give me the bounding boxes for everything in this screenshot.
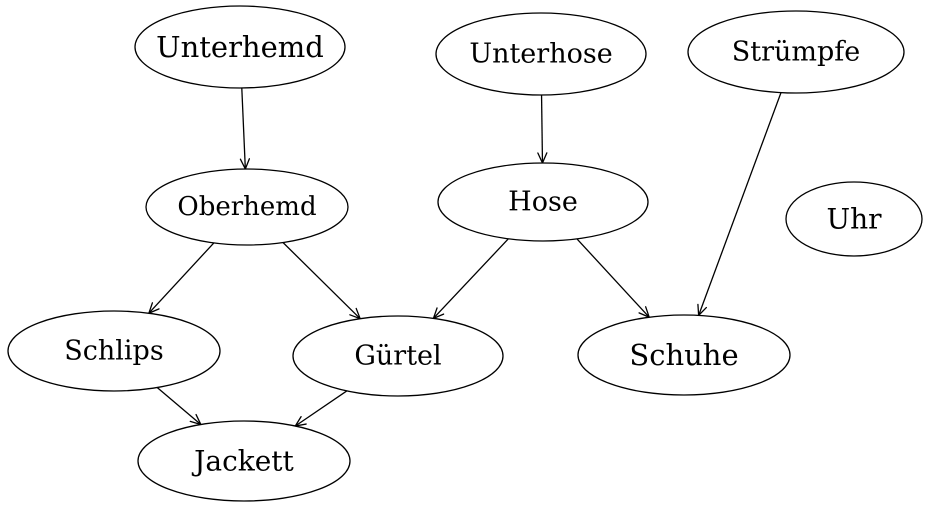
node-struempfe: Strümpfe <box>687 10 905 94</box>
edge-line <box>148 242 215 314</box>
node-ellipse <box>577 314 791 396</box>
edge-line <box>698 92 782 316</box>
node-label: Hose <box>508 187 578 218</box>
node-jackett: Jackett <box>137 420 351 502</box>
node-ellipse <box>7 310 221 392</box>
edge-hose-to-schuhe <box>576 238 650 318</box>
edge-line <box>294 390 348 427</box>
node-label: Jackett <box>191 445 294 478</box>
edge-layer <box>148 87 782 427</box>
node-ellipse <box>437 162 649 242</box>
node-label: Schlips <box>64 336 163 367</box>
node-guertel: Gürtel <box>292 315 504 397</box>
edge-unterhose-to-hose <box>537 94 548 164</box>
node-ellipse <box>292 315 504 397</box>
edge-line <box>282 242 361 320</box>
node-ellipse <box>435 12 647 96</box>
node-label: Unterhemd <box>156 30 324 64</box>
node-label: Uhr <box>826 203 882 236</box>
edge-oberhemd-to-schlips <box>148 242 215 314</box>
node-schuhe: Schuhe <box>577 314 791 396</box>
edge-line <box>432 238 509 319</box>
edge-guertel-to-jackett <box>294 390 348 427</box>
node-label: Gürtel <box>354 341 441 372</box>
node-ellipse <box>145 168 349 246</box>
edge-unterhemd-to-oberhemd <box>239 87 251 170</box>
node-oberhemd: Oberhemd <box>145 168 349 246</box>
edge-line <box>576 238 650 318</box>
edge-schlips-to-jackett <box>156 387 202 426</box>
node-unterhose: Unterhose <box>435 12 647 96</box>
node-schlips: Schlips <box>7 310 221 392</box>
edge-struempfe-to-schuhe <box>697 92 782 317</box>
node-label: Oberhemd <box>177 192 316 222</box>
node-unterhemd: Unterhemd <box>134 5 346 89</box>
node-ellipse <box>785 181 923 257</box>
edge-line <box>156 387 202 425</box>
node-ellipse <box>134 5 346 89</box>
node-label: Strümpfe <box>732 37 861 68</box>
node-uhr: Uhr <box>785 181 923 257</box>
node-ellipse <box>687 10 905 94</box>
edge-line <box>241 87 246 170</box>
node-ellipse <box>137 420 351 502</box>
edge-hose-to-guertel <box>432 238 509 319</box>
node-hose: Hose <box>437 162 649 242</box>
edge-oberhemd-to-guertel <box>282 242 361 320</box>
arrowhead-icon <box>294 415 307 427</box>
node-label: Schuhe <box>629 338 738 372</box>
edge-line <box>540 94 544 164</box>
node-label: Unterhose <box>469 39 612 70</box>
